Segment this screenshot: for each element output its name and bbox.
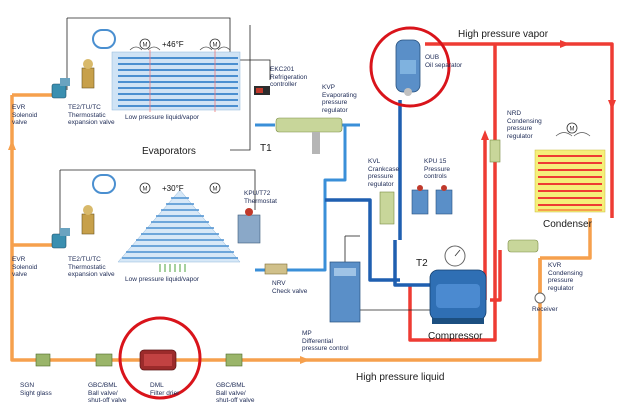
fan-icon: M xyxy=(129,38,161,51)
pressure-gauge-icon xyxy=(444,245,466,267)
svg-text:M: M xyxy=(213,187,218,193)
label-hp-vapor: High pressure vapor xyxy=(458,29,549,40)
high-pressure-liquid-line xyxy=(10,93,592,362)
fan-icon: M xyxy=(139,182,151,194)
svg-text:M: M xyxy=(570,127,575,133)
label-ekc: EKC201 Refrigeration controller xyxy=(270,66,308,88)
label-compressor: Compressor xyxy=(428,331,483,342)
label-kvr: KVR Condensing pressure regulator xyxy=(548,262,583,292)
svg-text:M: M xyxy=(143,187,148,193)
label-temp-top: +46°F xyxy=(162,40,184,49)
label-mp: MP Differential pressure control xyxy=(302,330,349,352)
sight-glass-icon xyxy=(35,353,51,367)
ball-valve-icon xyxy=(95,353,113,367)
svg-text:M: M xyxy=(213,43,218,49)
suction-header xyxy=(325,100,430,287)
label-te2-top: TE2/TU/TC Thermostatic expansion valve xyxy=(68,104,115,126)
nrd-regulator xyxy=(489,139,501,163)
label-evr-bottom: EVR Solenoid valve xyxy=(12,256,38,278)
solenoid-valve-icon xyxy=(51,228,70,249)
filter-drier-highlight xyxy=(118,316,202,400)
pressure-controls xyxy=(411,185,453,215)
compressor-icon xyxy=(429,269,487,324)
label-t1: T1 xyxy=(260,143,272,154)
condenser xyxy=(534,149,606,213)
kvp-regulator xyxy=(275,117,343,154)
kvr-regulator xyxy=(507,239,539,253)
bottom-evaporator xyxy=(92,174,241,272)
kvl-regulator xyxy=(379,191,395,225)
label-te2-bottom: TE2/TU/TC Thermostatic expansion valve xyxy=(68,256,115,278)
label-kpu-t72: KPU/T72 Thermostat xyxy=(244,190,277,205)
label-kvp: KVP Evaporating pressure regulator xyxy=(322,84,357,114)
top-evaporator xyxy=(92,29,241,112)
label-gbc-right: GBC/BML Ball valve/ shut-off valve xyxy=(216,382,255,404)
label-sgn: SGN Sight glass xyxy=(20,382,52,397)
label-dml: DML Filter drier xyxy=(150,382,180,397)
flow-arrows-liquid xyxy=(8,140,310,364)
label-condenser: Condenser xyxy=(543,219,592,230)
label-temp-bottom: +30°F xyxy=(162,184,184,193)
receiver-icon xyxy=(534,292,546,304)
high-pressure-vapor-line xyxy=(408,42,614,342)
expansion-valve-icon xyxy=(81,205,95,235)
label-lp-top: Low pressure liquid/vapor xyxy=(125,114,200,121)
label-hp-liquid: High pressure liquid xyxy=(356,372,445,383)
ball-valve-icon xyxy=(225,353,243,367)
fan-icon: M xyxy=(209,182,221,194)
label-gbc-left: GBC/BML Ball valve/ shut-off valve xyxy=(88,382,127,404)
label-kvl: KVL Crankcase pressure regulator xyxy=(368,158,400,188)
expansion-valve-icon xyxy=(81,59,95,89)
thermostat xyxy=(237,208,261,244)
flow-arrows xyxy=(481,40,616,140)
oil-separator-highlight xyxy=(369,26,451,108)
filter-drier-icon xyxy=(139,349,177,371)
svg-text:M: M xyxy=(143,43,148,49)
label-nrd: NRD Condensing pressure regulator xyxy=(507,110,542,140)
fan-icon: M xyxy=(199,38,231,51)
label-evr-top: EVR Solenoid valve xyxy=(12,104,38,126)
label-oub: OUB Oil separator xyxy=(425,54,463,69)
label-lp-bottom: Low pressure liquid/vapor xyxy=(125,276,200,283)
refrigeration-controller xyxy=(254,86,270,95)
solenoid-valve-icon xyxy=(51,78,70,99)
fan-icon: M xyxy=(555,122,591,137)
label-kpu: KPU 15 Pressure controls xyxy=(424,158,451,180)
label-t2: T2 xyxy=(416,258,428,269)
label-nrv: NRV Check valve xyxy=(272,280,308,295)
oil-separator-icon xyxy=(395,39,421,96)
check-valve xyxy=(264,263,288,275)
label-receiver: Receiver xyxy=(532,306,558,313)
label-evaporators: Evaporators xyxy=(142,146,196,157)
differential-pressure-control xyxy=(329,261,361,323)
